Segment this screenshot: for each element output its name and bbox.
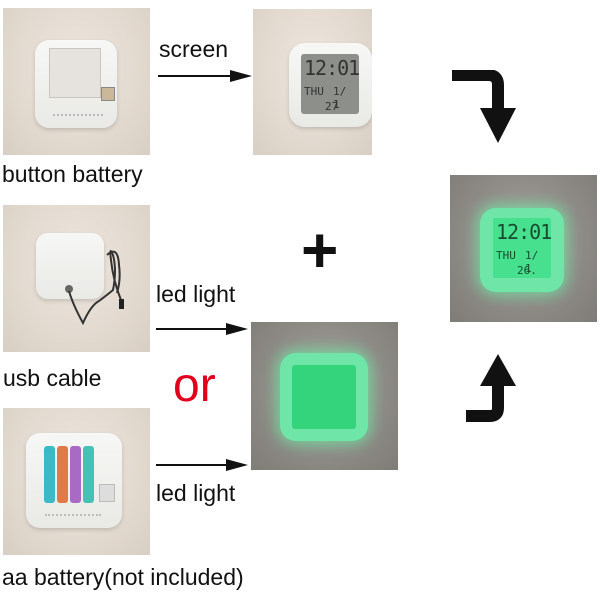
usb-cable-photo bbox=[3, 205, 150, 352]
button-cell-slot bbox=[99, 484, 115, 502]
button-battery-label: button battery bbox=[2, 161, 143, 187]
aa-battery-label: aa battery(not included) bbox=[2, 564, 244, 590]
plus-sign: + bbox=[301, 214, 339, 286]
clock-buttons bbox=[45, 514, 101, 520]
led-top-arrow-head bbox=[226, 323, 248, 335]
screen-label: screen bbox=[159, 36, 229, 62]
led-light-photo bbox=[251, 322, 398, 470]
lcd-screen: 12:01 THU 1/ 1 27 bbox=[301, 54, 360, 114]
button-cell-slot bbox=[101, 87, 115, 101]
screen-arrow-line bbox=[158, 75, 236, 77]
lcd-day: THU bbox=[304, 85, 324, 98]
battery-orange bbox=[57, 446, 68, 503]
led-light-top-label: led light bbox=[156, 281, 236, 307]
led-bottom-arrow-head bbox=[226, 459, 248, 471]
led-bottom-arrow-line bbox=[156, 464, 232, 466]
glow-lcd-temp: 26. bbox=[517, 264, 537, 277]
battery-compartment bbox=[49, 48, 101, 98]
led-top-arrow-line bbox=[156, 328, 232, 330]
result-glowing-clock-photo: 12:01 THU 1/ 1 26. bbox=[450, 175, 597, 322]
battery-teal-1 bbox=[44, 446, 55, 503]
glow-lcd-day: THU bbox=[496, 249, 516, 262]
lcd-temp: 27 bbox=[325, 100, 339, 113]
screen-photo: 12:01 THU 1/ 1 27 bbox=[253, 9, 372, 155]
bent-arrow-down-icon bbox=[452, 70, 516, 143]
aa-battery-photo bbox=[3, 408, 150, 555]
or-text: or bbox=[173, 359, 216, 412]
glow-lcd-screen: 12:01 THU 1/ 1 26. bbox=[493, 218, 552, 278]
bent-arrow-up-icon bbox=[466, 354, 516, 422]
button-battery-photo bbox=[3, 8, 150, 155]
screen-arrow-head bbox=[230, 70, 252, 82]
lcd-time: 12:01 bbox=[304, 56, 360, 80]
led-light-bottom-label: led light bbox=[156, 480, 236, 506]
usb-cable-label: usb cable bbox=[3, 365, 102, 391]
battery-purple bbox=[70, 446, 81, 503]
usb-cable-icon bbox=[65, 250, 124, 326]
led-glow-face bbox=[292, 365, 356, 429]
glow-lcd-date: 1/ 1 bbox=[525, 249, 539, 275]
clock-buttons bbox=[53, 114, 103, 120]
lcd-date: 1/ 1 bbox=[333, 85, 347, 111]
battery-teal-2 bbox=[83, 446, 94, 503]
glow-lcd-time: 12:01 bbox=[496, 220, 552, 244]
